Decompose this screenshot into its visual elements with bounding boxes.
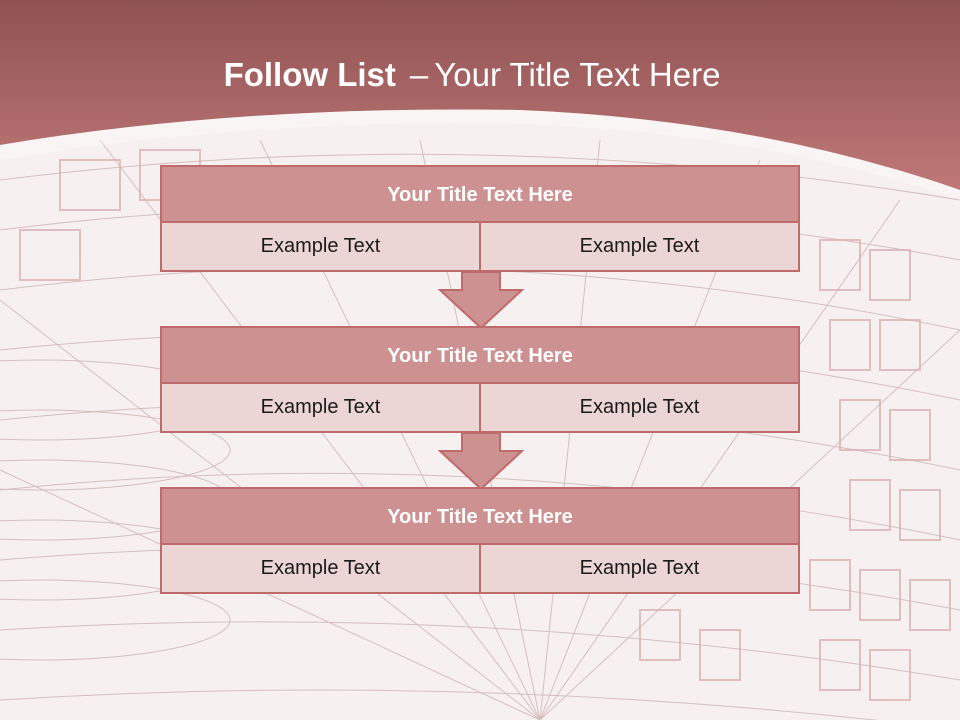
step-1-right-cell: Example Text [479, 223, 798, 270]
slide-title-bold: Follow List [223, 56, 396, 93]
step-block-2: Your Title Text Here Example Text Exampl… [160, 326, 800, 433]
step-3-left-cell: Example Text [162, 545, 479, 592]
step-title-2: Your Title Text Here [162, 328, 798, 384]
slide-title-rest: Your Title Text Here [434, 56, 721, 93]
step-row-1: Example Text Example Text [162, 223, 798, 270]
down-arrow-icon [438, 432, 524, 491]
step-block-3: Your Title Text Here Example Text Exampl… [160, 487, 800, 594]
slide-title: Follow List–Your Title Text Here [0, 52, 944, 98]
step-1-left-cell: Example Text [162, 223, 479, 270]
step-row-2: Example Text Example Text [162, 384, 798, 431]
step-3-right-cell: Example Text [479, 545, 798, 592]
step-block-1: Your Title Text Here Example Text Exampl… [160, 165, 800, 272]
step-2-left-cell: Example Text [162, 384, 479, 431]
slide-title-dash: – [409, 56, 429, 93]
step-title-1: Your Title Text Here [162, 167, 798, 223]
down-arrow-icon [438, 271, 524, 330]
step-row-3: Example Text Example Text [162, 545, 798, 592]
step-2-right-cell: Example Text [479, 384, 798, 431]
step-title-3: Your Title Text Here [162, 489, 798, 545]
